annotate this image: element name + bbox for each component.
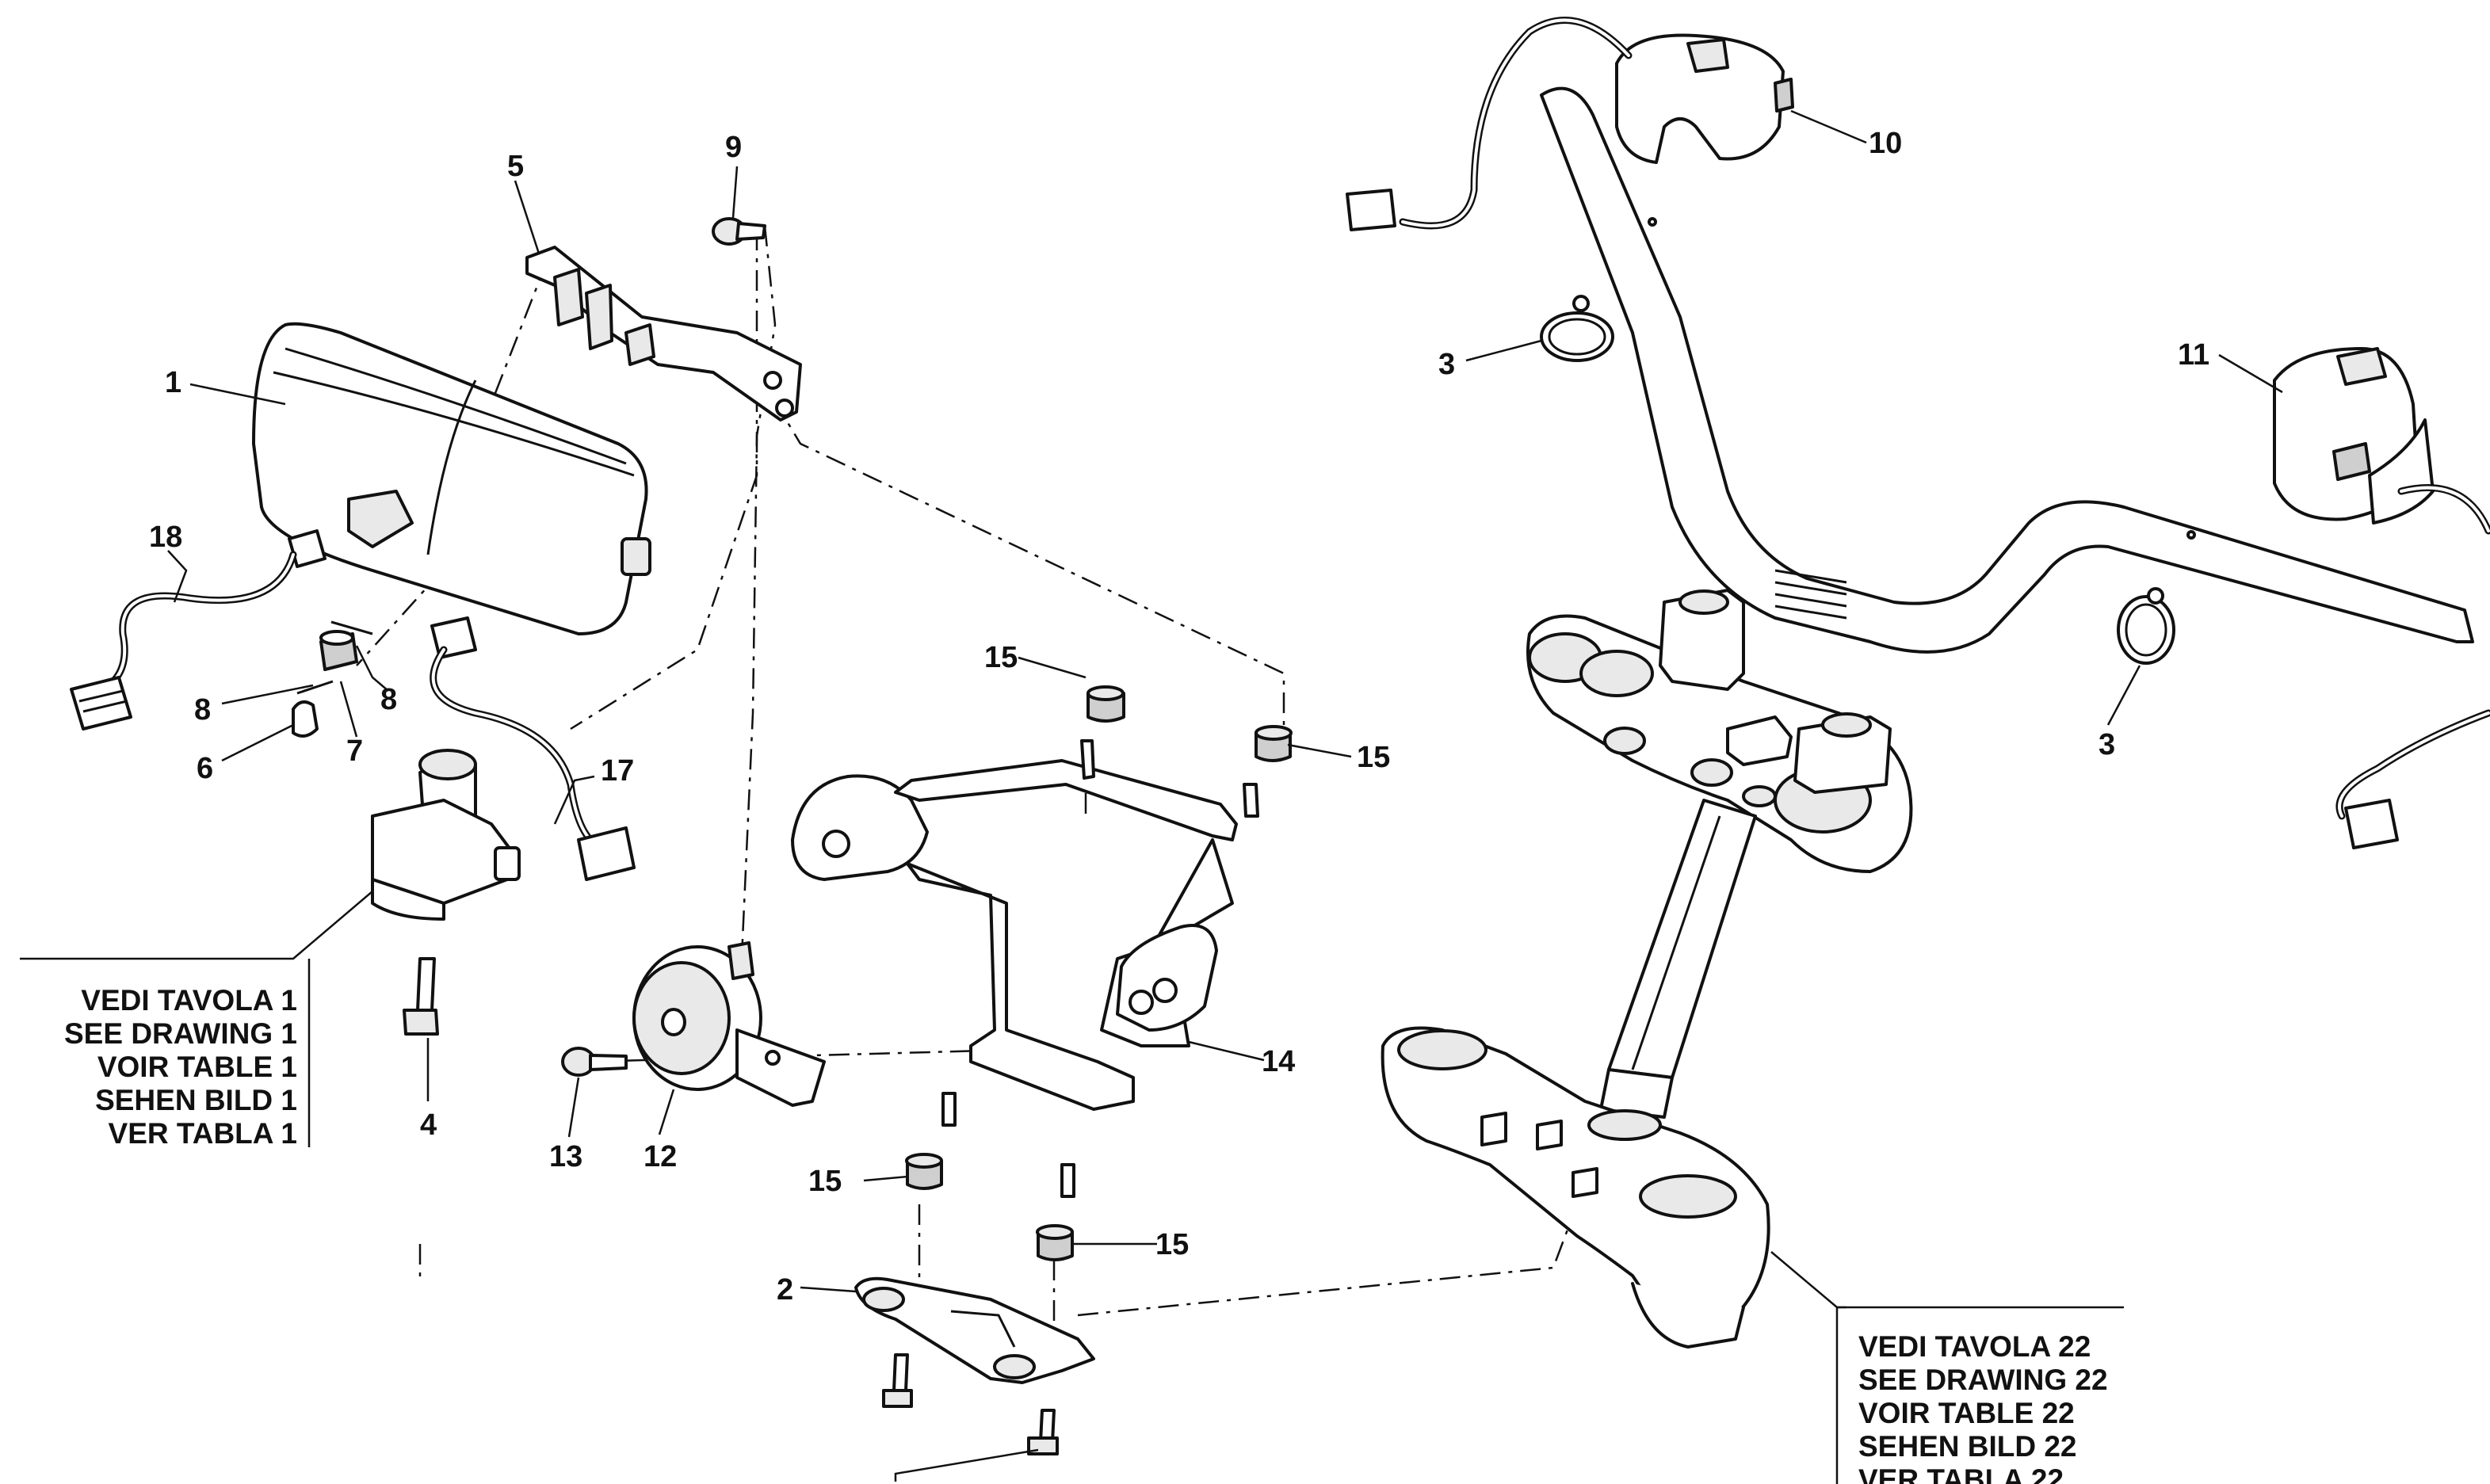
left-switch-wire	[1346, 17, 1633, 231]
ref1-line-4: SEHEN BILD 1	[95, 1084, 297, 1116]
ref1-line-5: VER TABLA 1	[109, 1117, 297, 1150]
callout-17: 17	[601, 754, 634, 788]
ref22-line-2: SEE DRAWING 22	[1858, 1364, 2108, 1396]
reference-note-drawing-22: VEDI TAVOLA 22 SEE DRAWING 22 VOIR TABLE…	[1858, 1330, 2108, 1484]
upper-triple-clamp	[1526, 589, 1913, 873]
instrument-bracket	[525, 246, 802, 422]
callout-15-bottom-right: 15	[1155, 1228, 1189, 1261]
callout-14: 14	[1262, 1045, 1295, 1078]
lower-triple-clamp	[1381, 1026, 1770, 1349]
callout-15-top-right: 15	[1357, 741, 1390, 774]
screw-13	[561, 1047, 628, 1077]
callout-18: 18	[149, 521, 182, 554]
callout-4: 4	[420, 1108, 437, 1142]
ref22-line-4: SEHEN BILD 22	[1858, 1430, 2077, 1463]
rubber-bushings	[905, 685, 1293, 1261]
right-switch-wire	[2335, 484, 2490, 849]
instrument-cluster	[252, 322, 651, 659]
callout-11: 11	[2178, 338, 2209, 372]
support-bracket-14	[791, 739, 1259, 1198]
reference-note-drawing-1: VEDI TAVOLA 1 SEE DRAWING 1 VOIR TABLE 1…	[64, 984, 297, 1150]
ref1-line-2: SEE DRAWING 1	[64, 1017, 297, 1050]
handlebar	[1540, 86, 2474, 654]
ref22-line-5: VER TABLA 22	[1858, 1463, 2064, 1484]
ref1-line-1: VEDI TAVOLA 1	[81, 984, 297, 1017]
callout-8-right: 8	[380, 683, 397, 716]
small-parts-6-7-8	[292, 620, 373, 738]
left-handlebar-switch	[1615, 33, 1794, 164]
callout-15-bottom-left: 15	[808, 1165, 842, 1198]
callout-numbers: 1 2 3 3 4 5 6 7 8 8 9 10 11 12 13 14 15 …	[149, 127, 2209, 1307]
callout-2: 2	[777, 1273, 793, 1307]
horn	[632, 941, 826, 1107]
lower-plate-2	[854, 1276, 1095, 1384]
clamp-3-left	[1540, 295, 1614, 362]
ref22-line-1: VEDI TAVOLA 22	[1858, 1330, 2091, 1363]
steering-stem	[1599, 799, 1757, 1119]
ignition-switch	[371, 749, 521, 921]
callout-9: 9	[725, 131, 742, 164]
screw-9	[712, 217, 766, 246]
wire-harness-18	[70, 551, 297, 731]
callout-10: 10	[1869, 127, 1902, 160]
leader-lines	[20, 109, 2283, 1484]
screw-4	[403, 957, 439, 1036]
callout-7: 7	[346, 734, 363, 768]
wire-harness-17	[430, 646, 636, 881]
callout-15-top-left: 15	[984, 641, 1018, 674]
callout-13: 13	[549, 1140, 582, 1173]
callout-5: 5	[507, 150, 524, 183]
callout-3-right: 3	[2099, 728, 2115, 761]
callout-12: 12	[644, 1140, 677, 1173]
right-handlebar-switch	[2273, 347, 2435, 525]
callout-6: 6	[197, 752, 213, 785]
ref22-line-3: VOIR TABLE 22	[1858, 1397, 2075, 1429]
callout-1: 1	[165, 366, 181, 399]
ref1-line-3: VOIR TABLE 1	[97, 1051, 297, 1083]
callout-8-left: 8	[194, 693, 211, 727]
clamp-3-right	[2117, 587, 2175, 665]
callout-3-left: 3	[1438, 348, 1455, 381]
